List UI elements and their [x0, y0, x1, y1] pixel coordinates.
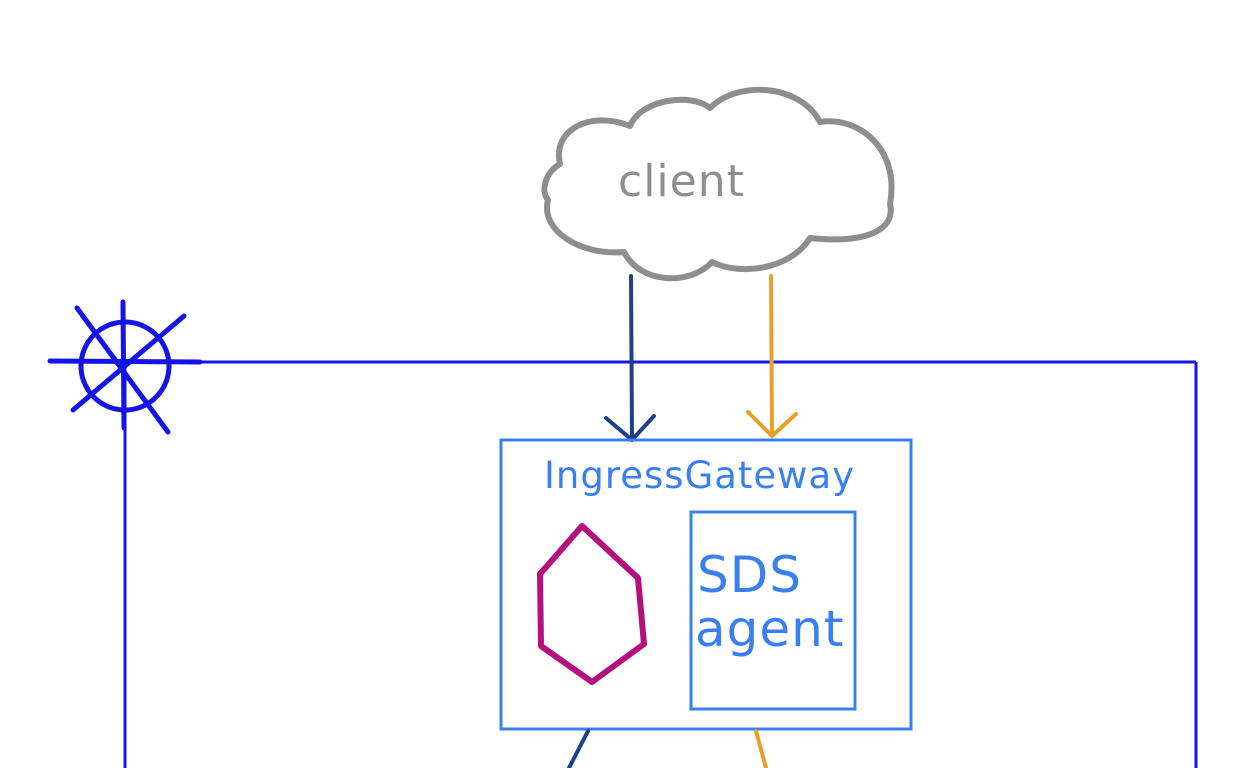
sds-agent-label-line1: SDS: [697, 546, 802, 604]
ingress-gateway-box: [499, 438, 913, 731]
sds-agent-label-line2: agent: [695, 600, 844, 658]
arrow-client-to-gateway-dark: [604, 274, 656, 442]
gateway-out-dark-line: [567, 729, 590, 768]
envoy-hexagon-icon: [537, 523, 647, 685]
ingress-gateway: IngressGateway SDS agent: [499, 438, 913, 731]
client-label: client: [618, 156, 745, 207]
kubernetes-wheel-icon: [47, 299, 203, 435]
client-cloud: client: [541, 86, 895, 282]
ingress-gateway-label: IngressGateway: [544, 454, 855, 497]
gateway-out-orange-line: [754, 729, 768, 768]
cloud-icon: [541, 86, 895, 282]
cluster-boundary: [123, 360, 1198, 768]
sds-agent-box: [689, 510, 857, 711]
arrow-client-to-gateway-orange: [746, 274, 798, 438]
